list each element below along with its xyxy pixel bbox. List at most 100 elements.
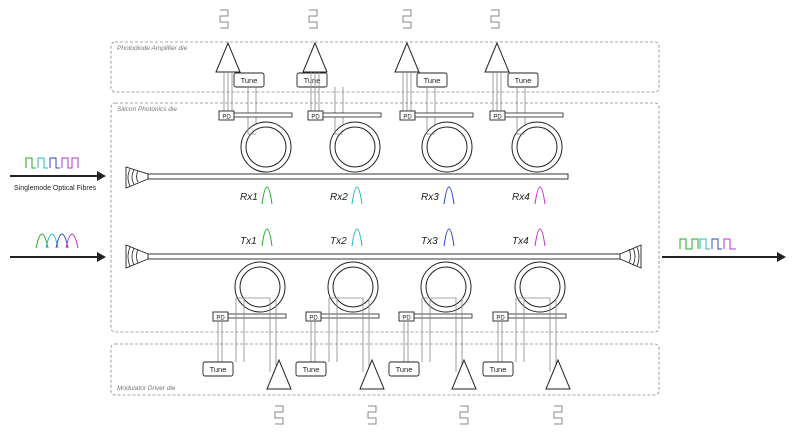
tune-box xyxy=(295,361,327,377)
pd-box xyxy=(398,311,415,322)
rx-grating-coupler xyxy=(125,166,149,189)
tx-data-signal-icon xyxy=(459,405,469,425)
tx-input-fiber-arrow xyxy=(10,252,106,262)
tune-label: Tune xyxy=(210,365,227,374)
tx-channel-2: Tx2 PD Tune xyxy=(295,228,385,425)
tune-label: Tune xyxy=(424,76,441,85)
tune-box xyxy=(416,72,448,88)
rx-channel-label: Rx3 xyxy=(421,192,439,203)
drop-waveguide xyxy=(413,313,473,319)
tx-data-signal-icon xyxy=(553,405,563,425)
ring-modulator-outer xyxy=(327,261,379,313)
photonics-die-outline xyxy=(110,102,660,333)
tune-label: Tune xyxy=(396,365,413,374)
tx-data-signal-icon xyxy=(274,405,284,425)
tx-input-multiplexed-wavelengths xyxy=(35,233,79,249)
tune-box xyxy=(482,361,514,377)
tune-label: Tune xyxy=(303,365,320,374)
drop-waveguide xyxy=(504,112,564,118)
tx-input-grating-coupler xyxy=(125,244,149,269)
amplifier-die-label: Photodiode Amplifier die xyxy=(117,45,188,52)
ring-modulator-inner xyxy=(332,266,374,308)
drop-waveguide xyxy=(320,313,380,319)
pd-label: PD xyxy=(222,115,231,121)
amplifier-triangle-icon xyxy=(394,41,420,73)
amplifier-triangle-icon xyxy=(215,41,241,73)
driver-triangle-icon xyxy=(359,358,385,390)
ring-resonator-outer xyxy=(329,121,381,173)
wavelength-peak-icon xyxy=(534,228,546,247)
tx-output-fiber-arrow xyxy=(662,252,786,262)
photonics-die-label: Silicon Photonics die xyxy=(117,106,177,113)
ring-resonator-inner xyxy=(516,126,558,168)
ring-resonator-outer xyxy=(511,121,563,173)
drop-waveguide xyxy=(507,313,567,319)
rx-output-signal-icon xyxy=(308,9,318,29)
ring-modulator-outer xyxy=(234,261,286,313)
pd-label: PD xyxy=(403,115,412,121)
rx-channel-3: Tune PD Rx3 xyxy=(394,9,474,205)
pd-label: PD xyxy=(496,316,505,322)
drop-waveguide xyxy=(233,112,293,118)
driver-die-outline xyxy=(110,343,660,396)
tx-channel-label: Tx2 xyxy=(330,236,347,247)
wavelength-peak-icon xyxy=(261,228,273,247)
tune-box xyxy=(233,72,265,88)
tx-channel-label: Tx4 xyxy=(512,236,529,247)
rx-channel-label: Rx2 xyxy=(330,192,348,203)
drop-waveguide xyxy=(227,313,287,319)
ring-modulator-inner xyxy=(239,266,281,308)
tx-channel-label: Tx3 xyxy=(421,236,438,247)
wavelength-peak-icon xyxy=(261,186,273,205)
rx-channel-label: Rx4 xyxy=(512,192,530,203)
wavelength-peak-icon xyxy=(443,186,455,205)
rx-channel-label: Rx1 xyxy=(240,192,258,203)
rx-input-fiber-arrow xyxy=(10,171,106,181)
ring-modulator-outer xyxy=(420,261,472,313)
rx-output-signal-icon xyxy=(219,9,229,29)
wavelength-peak-icon xyxy=(351,186,363,205)
rx-input-multiplexed-signal xyxy=(25,157,79,169)
tune-box xyxy=(202,361,234,377)
pd-label: PD xyxy=(402,316,411,322)
wavelength-peak-icon xyxy=(443,228,455,247)
driver-triangle-icon xyxy=(451,358,477,390)
tx-bus-waveguide xyxy=(147,253,621,260)
ring-resonator-outer xyxy=(240,121,292,173)
driver-die-label: Modulator Driver die xyxy=(117,385,176,392)
tune-label: Tune xyxy=(515,76,532,85)
rx-bus-waveguide xyxy=(147,173,569,180)
ring-modulator-inner xyxy=(425,266,467,308)
ring-modulator-outer xyxy=(514,261,566,313)
ring-resonator-outer xyxy=(421,121,473,173)
rx-output-signal-icon xyxy=(490,9,500,29)
tune-box xyxy=(388,361,420,377)
ring-resonator-inner xyxy=(334,126,376,168)
rx-channel-2: Tune PD Rx2 xyxy=(296,9,382,205)
pd-box xyxy=(305,311,322,322)
fiber-label: Singlemode Optical Fibres xyxy=(14,185,97,192)
tune-label: Tune xyxy=(490,365,507,374)
tune-label: Tune xyxy=(241,76,258,85)
pd-box xyxy=(212,311,229,322)
pd-label: PD xyxy=(311,115,320,121)
tx-output-multiplexed-signal xyxy=(679,238,736,250)
driver-triangle-icon xyxy=(545,358,571,390)
wavelength-peak-icon xyxy=(351,228,363,247)
ring-modulator-inner xyxy=(519,266,561,308)
amplifier-triangle-icon xyxy=(484,41,510,73)
tx-channel-3: Tx3 PD Tune xyxy=(388,228,477,425)
tune-box xyxy=(507,72,539,88)
pd-box xyxy=(492,311,509,322)
tx-output-grating-coupler xyxy=(619,244,642,269)
pd-label: PD xyxy=(309,316,318,322)
tx-channel-4: Tx4 PD Tune xyxy=(482,228,571,425)
driver-triangle-icon xyxy=(266,358,292,390)
tx-channel-label: Tx1 xyxy=(240,236,257,247)
tune-label: Tune xyxy=(304,76,321,85)
pd-label: PD xyxy=(216,316,225,322)
amplifier-die-outline xyxy=(110,41,660,93)
drop-waveguide xyxy=(322,112,382,118)
rx-output-signal-icon xyxy=(402,9,412,29)
